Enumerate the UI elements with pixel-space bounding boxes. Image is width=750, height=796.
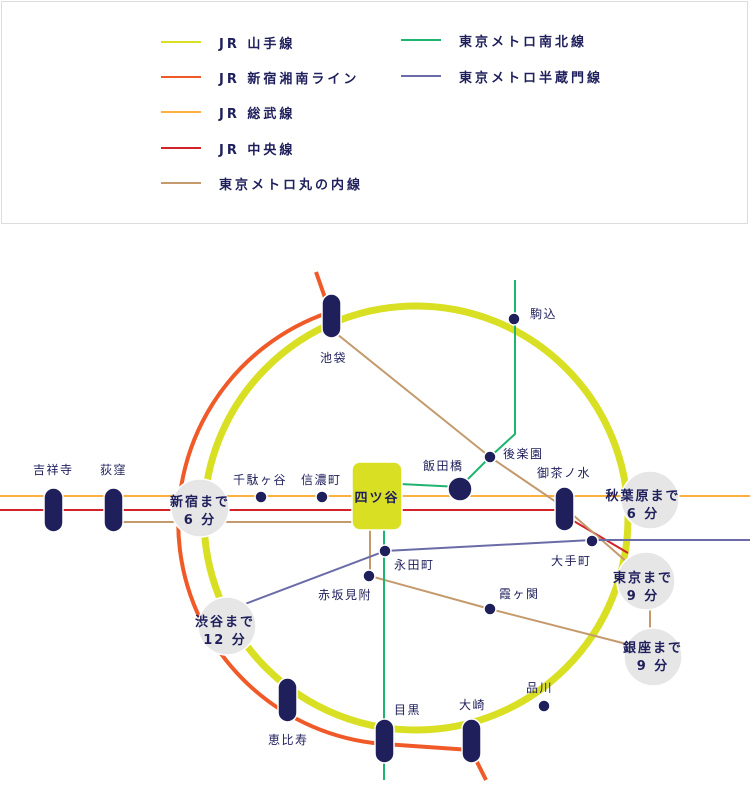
station-akasakamitsuke[interactable] [362,569,376,583]
station-ochanomizu[interactable] [554,486,575,532]
line-swatch [401,75,441,77]
station-label: 目黒 [394,703,421,717]
station-label: 千駄ヶ谷 [233,472,287,487]
hub-shinjuku[interactable] [170,478,230,538]
legend-label: JR 山手線 [219,36,296,52]
station-korakuen[interactable] [483,450,497,464]
legend-label: 東京メトロ丸の内線 [219,177,364,193]
line-swatch [161,182,201,184]
yotsuya-label: 四ツ谷 [354,490,399,506]
hub-time: 6 分 [184,512,217,528]
station-label: 大崎 [459,698,486,712]
station-label: 池袋 [320,351,347,365]
hub-label: 新宿まで [170,494,230,510]
station-meguro[interactable] [374,718,395,764]
line-swatch [161,147,201,149]
hub-label: 銀座まで [623,640,683,656]
legend-hanzomon: 東京メトロ半蔵門線 [401,66,603,86]
station-osaki[interactable] [461,718,482,764]
hub-label: 秋葉原まで [605,488,680,504]
line-swatch [401,39,441,41]
hub-shibuya[interactable] [197,596,257,656]
line-swatch [161,76,201,78]
line-swatch [161,111,201,113]
legend-marunouchi: 東京メトロ丸の内線 [161,173,363,193]
legend-yamanote: JR 山手線 [161,32,295,52]
station-label: 荻窪 [100,462,127,477]
hub-label: 渋谷まで [195,614,255,630]
line-swatch [161,41,201,43]
legend-label: JR 中央線 [219,142,296,158]
station-label: 品川 [526,681,553,695]
station-ikebukuro[interactable] [321,293,342,339]
station-label: 赤坂見附 [318,588,372,602]
station-otemachi[interactable] [585,534,599,548]
legend-sobu: JR 総武線 [161,102,295,122]
hub-time: 6 分 [627,506,660,522]
station-label: 御茶ノ水 [537,465,591,480]
station-kasumigaseki[interactable] [483,602,497,616]
legend-chuo: JR 中央線 [161,138,295,158]
station-label: 大手町 [551,554,592,568]
hub-label: 東京まで [613,570,673,586]
legend: JR 山手線 JR 新宿湘南ライン JR 総武線 JR 中央線 東京メトロ丸の内… [1,1,748,224]
legend-namboku: 東京メトロ南北線 [401,30,587,50]
station-label: 信濃町 [301,473,342,487]
hub-time: 9 分 [637,658,670,674]
station-label: 駒込 [530,307,557,321]
station-nagatacho[interactable] [378,544,392,558]
hub-time: 9 分 [627,588,660,604]
hub-time: 12 分 [203,632,247,648]
station-ogikubo[interactable] [103,487,124,533]
station-ebisu[interactable] [277,677,298,723]
station-kichijoji[interactable] [43,487,64,533]
hub-akihabara[interactable] [620,470,680,530]
legend-label: JR 総武線 [219,106,296,122]
station-yotsuya[interactable] [351,461,403,531]
line-hanzomon [244,539,750,605]
line-chuo [0,509,629,554]
station-shinanomachi[interactable] [315,490,329,504]
legend-shonan: JR 新宿湘南ライン [161,67,359,87]
line-marunouchi [120,329,651,651]
hub-ginza[interactable] [623,627,683,687]
station-label: 霞ヶ関 [499,587,540,601]
line-shonan [176,271,488,781]
station-sendagaya[interactable] [254,490,268,504]
station-label: 飯田橋 [423,458,464,473]
station-label: 後楽園 [503,447,544,461]
station-label: 恵比寿 [268,733,309,747]
station-label: 吉祥寺 [33,463,74,477]
legend-label: 東京メトロ半蔵門線 [459,70,604,86]
station-iidabashi[interactable] [447,476,473,502]
legend-label: JR 新宿湘南ライン [219,71,360,87]
station-shinagawa[interactable] [537,699,551,713]
legend-label: 東京メトロ南北線 [459,34,588,50]
station-label: 永田町 [394,558,435,572]
station-komagome[interactable] [507,312,521,326]
hub-tokyo[interactable] [616,551,676,611]
